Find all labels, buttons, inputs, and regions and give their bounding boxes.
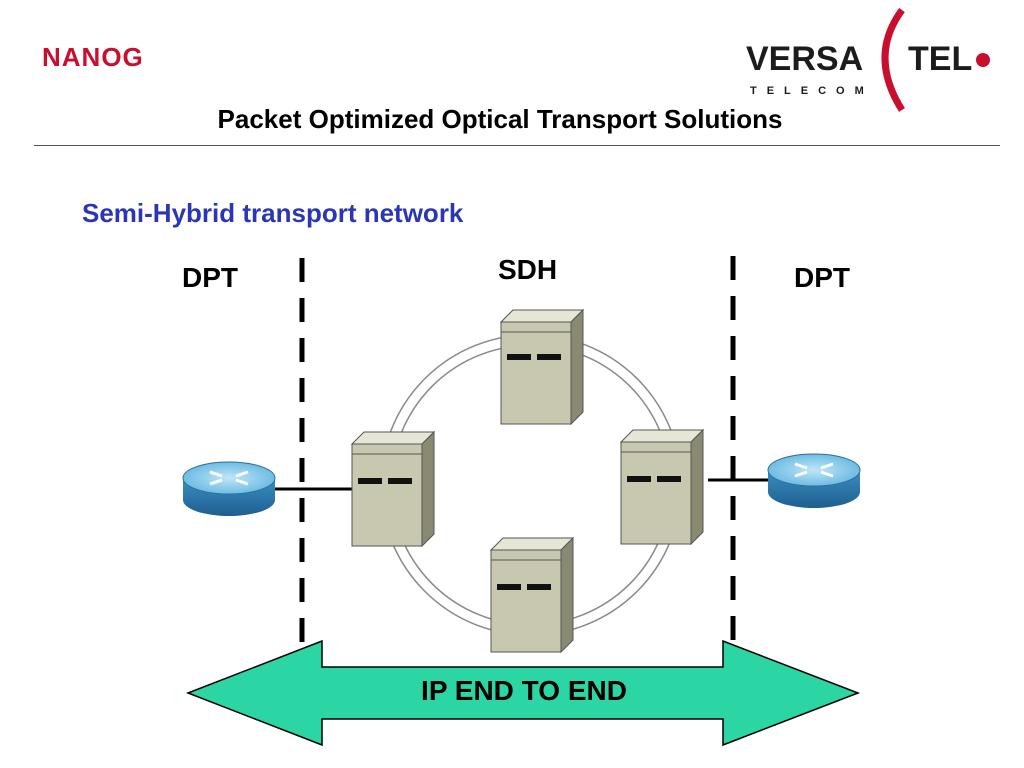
sdh-node-top — [499, 308, 585, 426]
nanog-logo: NANOG — [42, 42, 144, 73]
versatel-logo-brand: VERSA — [746, 40, 863, 78]
versatel-arc-icon — [881, 8, 905, 112]
versatel-logo: VERSA TEL TELECOM — [746, 8, 990, 112]
label-dpt-left: DPT — [182, 262, 238, 293]
slide-subtitle: Semi-Hybrid transport network — [82, 198, 464, 228]
label-dpt-right: DPT — [794, 262, 850, 293]
sdh-node-icon — [490, 549, 562, 653]
sdh-node-left — [350, 430, 436, 548]
slide-title: Packet Optimized Optical Transport Solut… — [217, 104, 783, 134]
versatel-dot-icon — [976, 53, 990, 67]
router-right — [767, 453, 861, 508]
sdh-node-icon — [620, 441, 692, 545]
sdh-node-right — [619, 428, 705, 546]
label-sdh: SDH — [498, 254, 558, 285]
ip-end-to-end-arrow — [185, 639, 861, 747]
router-left — [182, 461, 276, 516]
versatel-logo-brand2: TEL — [908, 40, 972, 78]
sdh-node-icon — [351, 443, 423, 547]
arrow-label: IP END TO END — [421, 675, 627, 706]
nanog-logo-text: NANOG — [42, 42, 144, 72]
sdh-node-bottom — [489, 536, 575, 654]
sdh-node-icon — [500, 321, 572, 425]
title-divider — [34, 145, 1000, 146]
versatel-logo-sub: TELECOM — [750, 85, 874, 97]
